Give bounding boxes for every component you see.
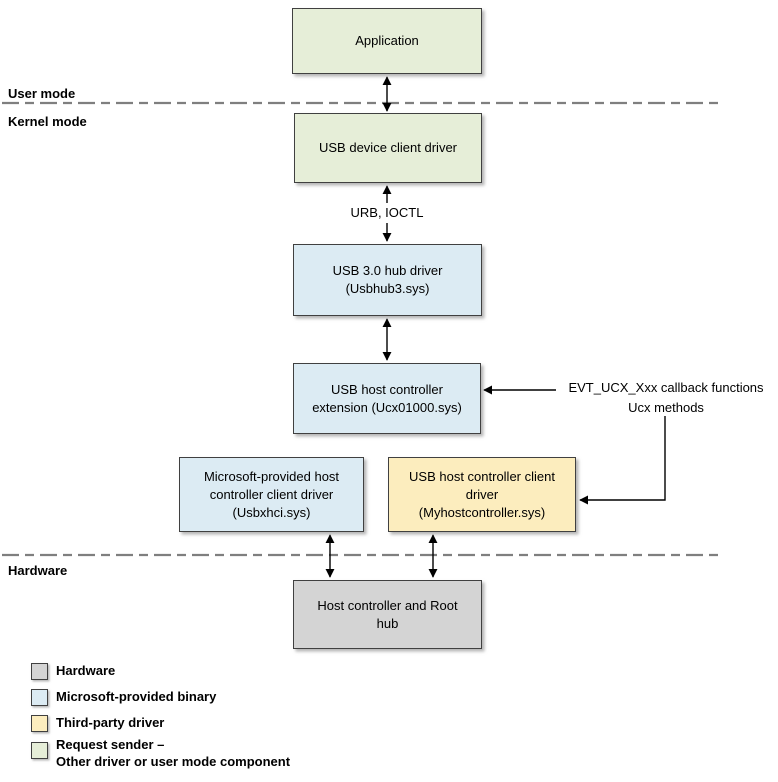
legend-label-microsoft-binary: Microsoft-provided binary	[56, 689, 217, 705]
legend-item-third-party: Third-party driver	[31, 715, 164, 732]
urb-ioctl-label: URB, IOCTL	[350, 205, 424, 220]
legend-swatch-hardware	[31, 663, 48, 680]
legend-item-microsoft-binary: Microsoft-provided binary	[31, 689, 216, 706]
evt-ucx-callbacks-label: EVT_UCX_Xxx callback functions Ucx metho…	[551, 378, 778, 418]
legend-item-request-sender: Request sender – Other driver or user mo…	[31, 737, 290, 770]
kernel-mode-label: Kernel mode	[8, 114, 87, 129]
hardware-section-label: Hardware	[8, 563, 68, 578]
usb-host-controller-client-driver-box: USB host controller client driver (Myhos…	[388, 457, 576, 532]
ucx-methods-connector	[579, 416, 666, 505]
ucx-methods-line2: Ucx methods	[628, 400, 704, 415]
user-mode-label: User mode	[8, 86, 76, 101]
legend-label-third-party: Third-party driver	[56, 715, 165, 731]
legend-swatch-request-sender	[31, 742, 48, 759]
legend-swatch-microsoft-binary	[31, 689, 48, 706]
legend-item-hardware: Hardware	[31, 663, 115, 680]
evt-ucx-callbacks-line1: EVT_UCX_Xxx callback functions	[568, 380, 764, 395]
legend-label-hardware: Hardware	[56, 663, 116, 679]
legend-label-request-sender: Request sender – Other driver or user mo…	[56, 737, 291, 769]
microsoft-host-controller-client-driver-box: Microsoft-provided host controller clien…	[179, 457, 364, 532]
usb3-hub-driver-box: USB 3.0 hub driver (Usbhub3.sys)	[293, 244, 482, 316]
application-box: Application	[292, 8, 482, 74]
legend-swatch-third-party	[31, 715, 48, 732]
usb-device-client-driver-box: USB device client driver	[294, 113, 482, 183]
usb-host-controller-extension-box: USB host controller extension (Ucx01000.…	[293, 363, 481, 434]
host-controller-root-hub-box: Host controller and Root hub	[293, 580, 482, 649]
